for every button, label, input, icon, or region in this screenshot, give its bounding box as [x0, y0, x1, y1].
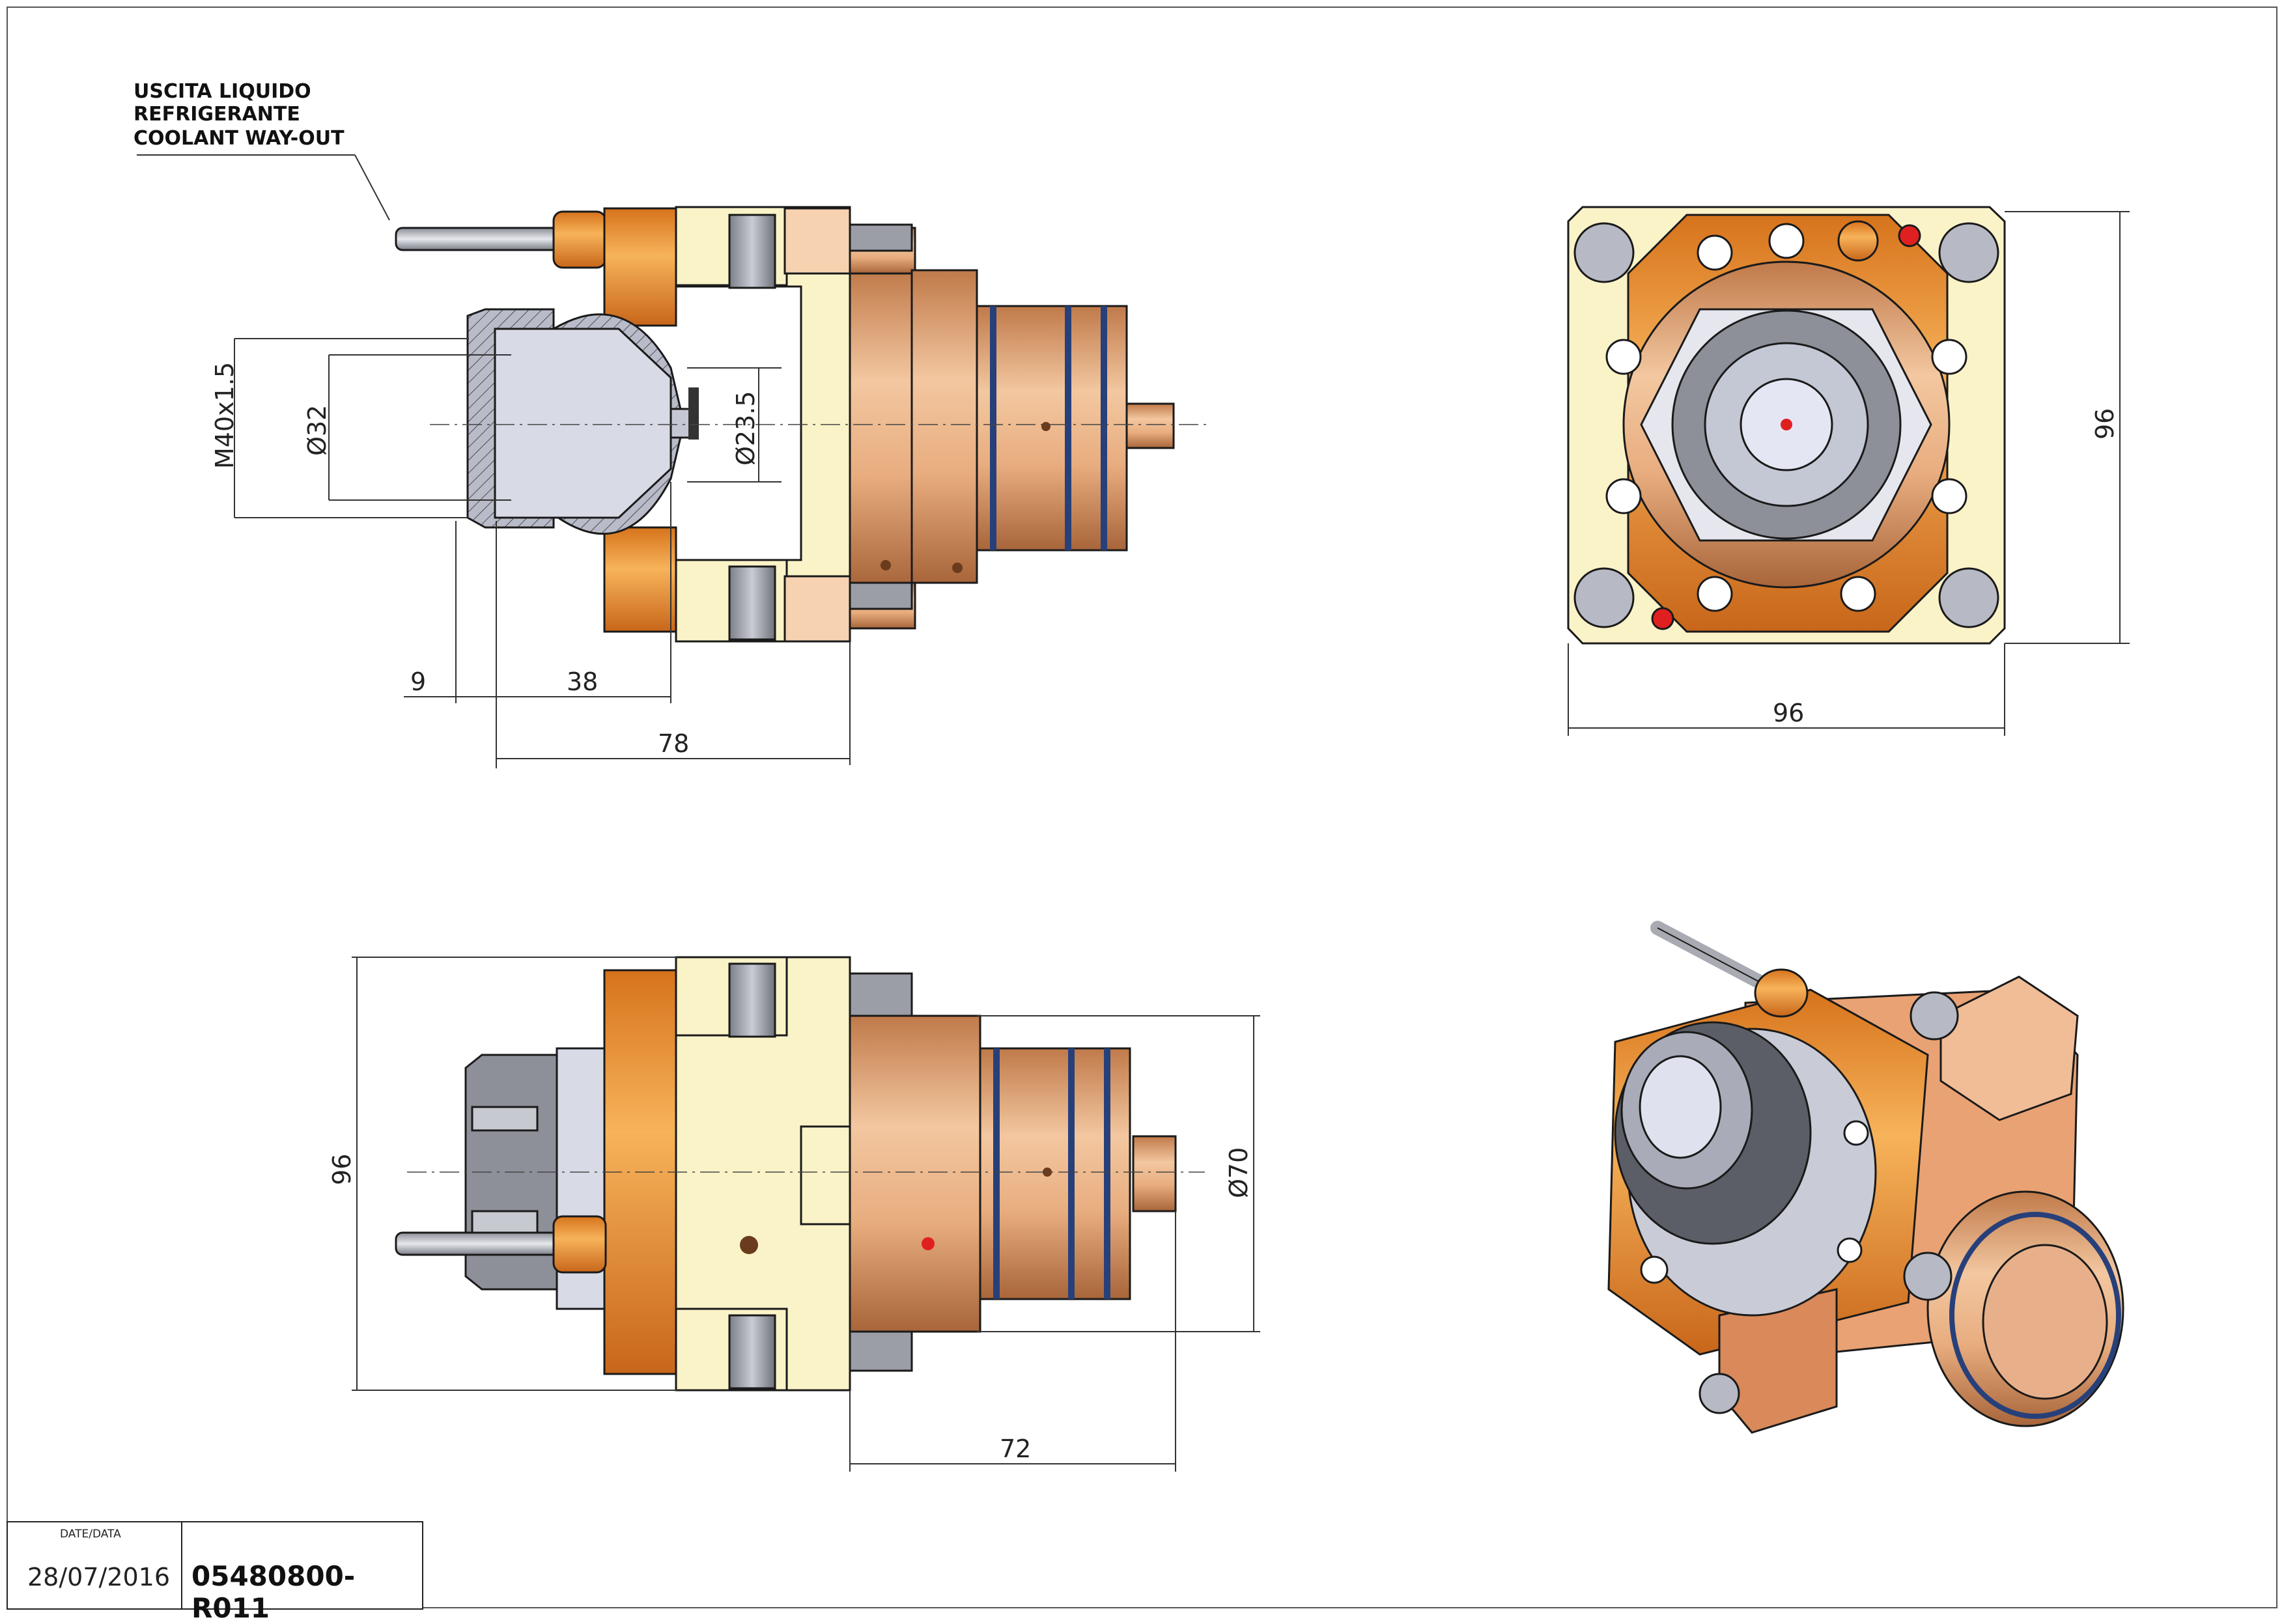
hole — [740, 1236, 758, 1254]
o-ring — [1101, 306, 1107, 550]
dim-d32: Ø32 — [303, 405, 331, 456]
iso-screw — [1837, 1237, 1863, 1263]
threaded-stud — [849, 223, 913, 252]
screw — [1605, 339, 1642, 375]
dim-d70: Ø70 — [1224, 1147, 1253, 1198]
hole — [1043, 1168, 1052, 1177]
isometric-view — [1607, 921, 2124, 1434]
dim-72: 72 — [1000, 1435, 1031, 1463]
coolant-hole — [1781, 419, 1792, 430]
flange-lower — [603, 526, 677, 633]
front-view — [1567, 206, 2006, 645]
dim-38: 38 — [567, 667, 598, 696]
drawing-code: 05480800-R011 — [191, 1560, 356, 1624]
iso-bolt-head — [1903, 1252, 1953, 1301]
collet-nut-slot — [471, 1106, 539, 1132]
threaded-stud — [849, 972, 913, 1017]
title-block: DATE/DATA 28/07/2016 05480800-R011 — [7, 1521, 423, 1624]
bolt-head — [728, 1314, 776, 1390]
iso-bolt-head — [1910, 991, 1959, 1041]
o-ring — [993, 1048, 1000, 1299]
coolant-pin — [395, 227, 560, 251]
coolant-port — [1837, 220, 1879, 262]
iso-coolant-nozzle — [1754, 968, 1809, 1018]
spindle-housing — [849, 269, 916, 587]
iso-top-block — [1939, 975, 2079, 1121]
key-slot — [800, 1125, 851, 1225]
plug-red — [1898, 224, 1921, 247]
callout-line-2: REFRIGERANTE — [134, 103, 300, 126]
coolant-hole — [922, 1237, 935, 1250]
housing-rim — [783, 207, 851, 275]
bolt-head — [728, 962, 776, 1038]
dim-78: 78 — [658, 729, 689, 758]
bolt-head — [728, 565, 776, 641]
threaded-stud — [849, 1330, 913, 1372]
bolt-head — [728, 214, 776, 289]
drive-tang — [1125, 402, 1175, 449]
iso-coolant-pin-outline — [1657, 927, 1769, 987]
hole — [881, 560, 891, 570]
spindle-housing — [849, 1015, 981, 1333]
dim-m40: M40x1.5 — [210, 362, 239, 469]
section-view — [395, 206, 1208, 643]
o-ring — [990, 306, 996, 550]
dim-front-width: 96 — [1773, 699, 1804, 727]
bolt-head — [1938, 567, 1999, 628]
flange-upper — [603, 207, 677, 327]
screw — [1605, 478, 1642, 514]
hole — [952, 563, 963, 573]
dim-front-height: 96 — [2091, 408, 2119, 440]
side-view — [395, 956, 1205, 1392]
drawing-frame — [7, 7, 2277, 1608]
section-view-dimensions — [137, 154, 851, 768]
coolant-nozzle — [552, 210, 607, 269]
screw — [1697, 576, 1733, 612]
housing-rim — [783, 575, 851, 643]
callout-line-3: COOLANT WAY-OUT — [134, 127, 345, 150]
collet — [494, 328, 672, 519]
screw — [1840, 576, 1876, 612]
o-ring — [1949, 1212, 2121, 1419]
dim-side-height: 96 — [328, 1154, 356, 1185]
bolt-head — [1573, 567, 1635, 628]
coolant-nozzle — [552, 1215, 607, 1274]
o-ring — [1104, 1048, 1110, 1299]
title-block-divider — [181, 1522, 182, 1608]
front-view-dimensions — [1568, 211, 2130, 736]
date-value: 28/07/2016 — [27, 1563, 171, 1591]
iso-bolt-head — [1699, 1373, 1740, 1414]
threaded-stud — [849, 581, 913, 610]
spindle-front — [910, 269, 978, 584]
o-ring — [1068, 1048, 1075, 1299]
iso-screw — [1640, 1255, 1669, 1284]
coolant-pin — [395, 1231, 560, 1256]
o-ring — [1065, 306, 1071, 550]
dim-9: 9 — [410, 667, 426, 696]
screw — [1768, 223, 1805, 259]
iso-spindle-end — [1982, 1244, 2108, 1400]
dim-d23-5: Ø23.5 — [731, 391, 760, 466]
date-label: DATE/DATA — [60, 1528, 121, 1541]
bolt-head — [1938, 222, 1999, 283]
screw — [1931, 478, 1967, 514]
text-marking — [688, 387, 699, 440]
callout-line-1: USCITA LIQUIDO — [134, 80, 311, 103]
plug-red — [1651, 607, 1674, 630]
screw — [1697, 234, 1733, 271]
bolt-head — [1573, 222, 1635, 283]
iso-collet-bore — [1639, 1055, 1722, 1159]
hole — [1041, 422, 1050, 431]
screw — [1931, 339, 1967, 375]
drive-tang — [1132, 1135, 1177, 1212]
collet-nut-slot — [471, 1210, 539, 1236]
side-view-dimensions — [352, 957, 1260, 1472]
iso-screw — [1843, 1120, 1869, 1146]
